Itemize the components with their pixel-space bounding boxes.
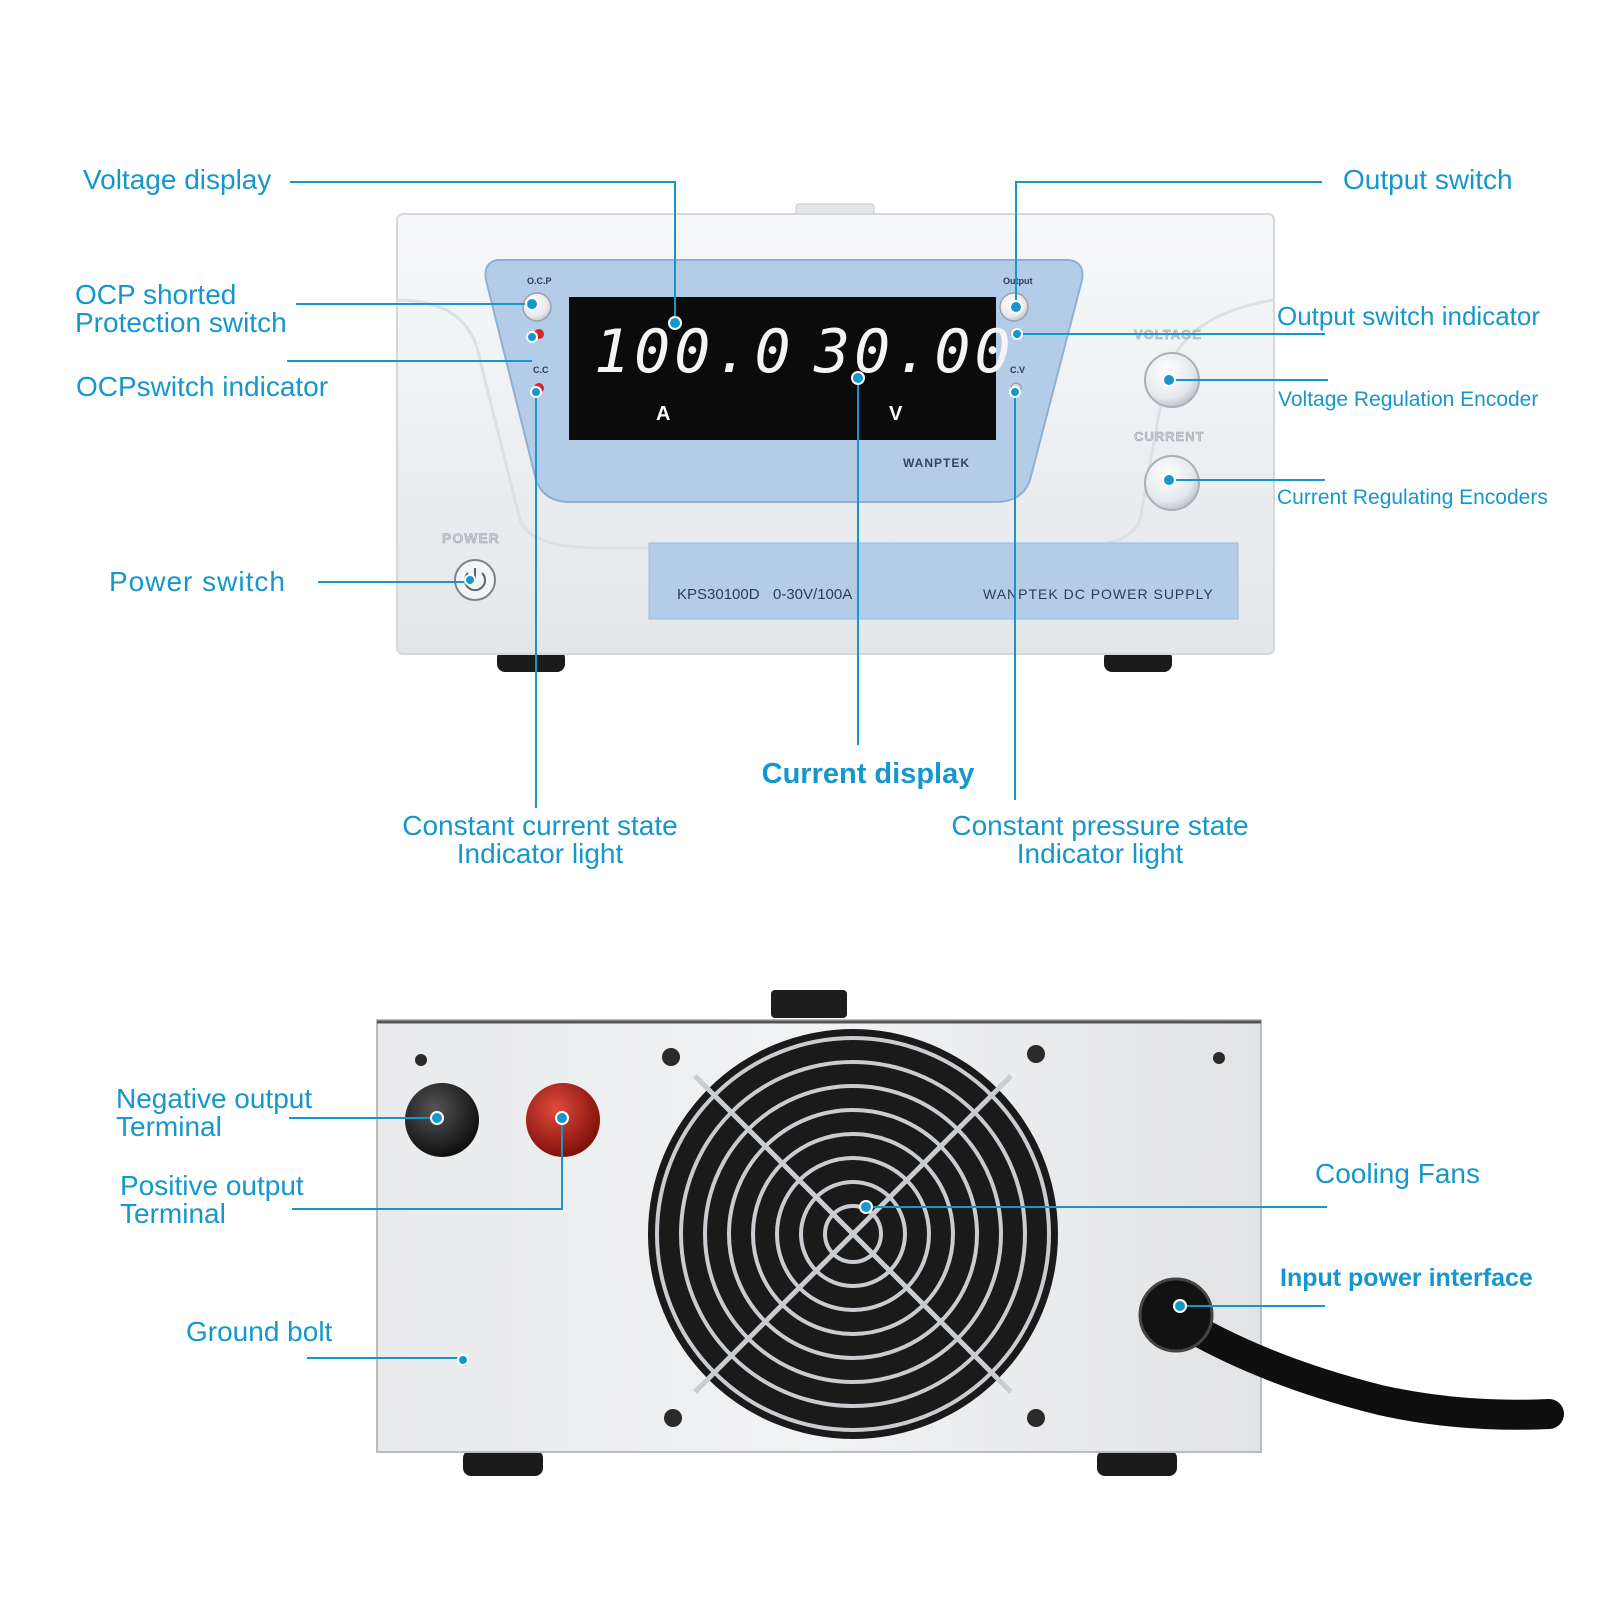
callout-positive-terminal: Positive output Terminal bbox=[120, 1172, 304, 1228]
front-foot-left bbox=[497, 650, 565, 672]
cc-label: C.C bbox=[533, 365, 549, 375]
rear-foot-right bbox=[1097, 1450, 1177, 1476]
power-cord bbox=[1160, 1303, 1564, 1430]
callout-ocp-switch-indicator: OCPswitch indicator bbox=[76, 371, 329, 402]
leader-lines bbox=[287, 181, 1328, 1359]
model-rating: 0-30V/100A bbox=[773, 586, 852, 603]
fan-screw bbox=[664, 1409, 682, 1427]
callout-negative-terminal: Negative output Terminal bbox=[116, 1085, 312, 1141]
callout-input-power: Input power interface bbox=[1280, 1264, 1533, 1292]
rear-foot-left bbox=[463, 1450, 543, 1476]
callout-line: Indicator light bbox=[456, 838, 624, 869]
callout-current-encoders: Current Regulating Encoders bbox=[1277, 486, 1548, 509]
callout-current-display: Current display bbox=[761, 758, 975, 790]
cv-label: C.V bbox=[1010, 365, 1025, 375]
callout-line: Terminal bbox=[120, 1198, 226, 1229]
product-line: WANPTEK DC POWER SUPPLY bbox=[983, 586, 1214, 602]
ocp-label: O.C.P bbox=[527, 276, 552, 286]
callout-line: Positive output bbox=[120, 1170, 304, 1201]
callout-output-switch-indicator: Output switch indicator bbox=[1277, 301, 1541, 331]
current-readout: 100.0 bbox=[594, 317, 795, 387]
callout-line: Constant current state bbox=[402, 810, 678, 841]
leader-dots bbox=[430, 297, 1187, 1366]
callout-voltage-display: Voltage display bbox=[83, 164, 272, 195]
callout-cv-light: Constant pressure state Indicator light bbox=[950, 812, 1250, 868]
callout-line: OCP shorted bbox=[75, 279, 237, 310]
callout-power-switch: Power switch bbox=[109, 566, 286, 597]
current-unit: A bbox=[656, 403, 670, 425]
panel-brand: WANPTEK bbox=[903, 456, 970, 470]
rear-handle bbox=[771, 990, 847, 1018]
callout-cooling-fans: Cooling Fans bbox=[1315, 1158, 1480, 1189]
current-knob-label: CURRENT bbox=[1134, 429, 1205, 444]
output-label: Output bbox=[1003, 276, 1033, 286]
callout-voltage-encoder: Voltage Regulation Encoder bbox=[1278, 388, 1539, 411]
model-number: KPS30100D bbox=[677, 586, 760, 603]
input-power-socket[interactable] bbox=[1138, 1277, 1214, 1353]
callout-output-switch: Output switch bbox=[1343, 164, 1513, 195]
callout-line: Protection switch bbox=[75, 307, 287, 338]
callout-ocp-shorted: OCP shorted Protection switch bbox=[75, 281, 287, 337]
led-display-window bbox=[569, 297, 996, 440]
fan-guard bbox=[655, 1036, 1051, 1432]
voltage-readout: 30.00 bbox=[813, 317, 1015, 387]
voltage-unit: V bbox=[889, 403, 903, 425]
rear-screw bbox=[415, 1054, 427, 1066]
front-foot-right bbox=[1104, 650, 1172, 672]
callout-line: Terminal bbox=[116, 1111, 222, 1142]
callout-ground-bolt: Ground bolt bbox=[186, 1316, 333, 1347]
model-plate bbox=[648, 542, 1239, 620]
fan-screw bbox=[1027, 1409, 1045, 1427]
callout-line: Indicator light bbox=[1016, 838, 1184, 869]
front-unit: 100.0 30.00 A V O.C.P Output C.C C.V WAN… bbox=[396, 203, 1275, 672]
callout-line: Constant pressure state bbox=[951, 810, 1249, 841]
fan-screw bbox=[662, 1048, 680, 1066]
power-label: POWER bbox=[442, 530, 500, 546]
callout-cc-light: Constant current state Indicator light bbox=[400, 812, 680, 868]
fan-screw bbox=[1027, 1045, 1045, 1063]
rear-screw bbox=[1213, 1052, 1225, 1064]
callout-line: Negative output bbox=[116, 1083, 313, 1114]
rear-unit bbox=[376, 990, 1564, 1476]
